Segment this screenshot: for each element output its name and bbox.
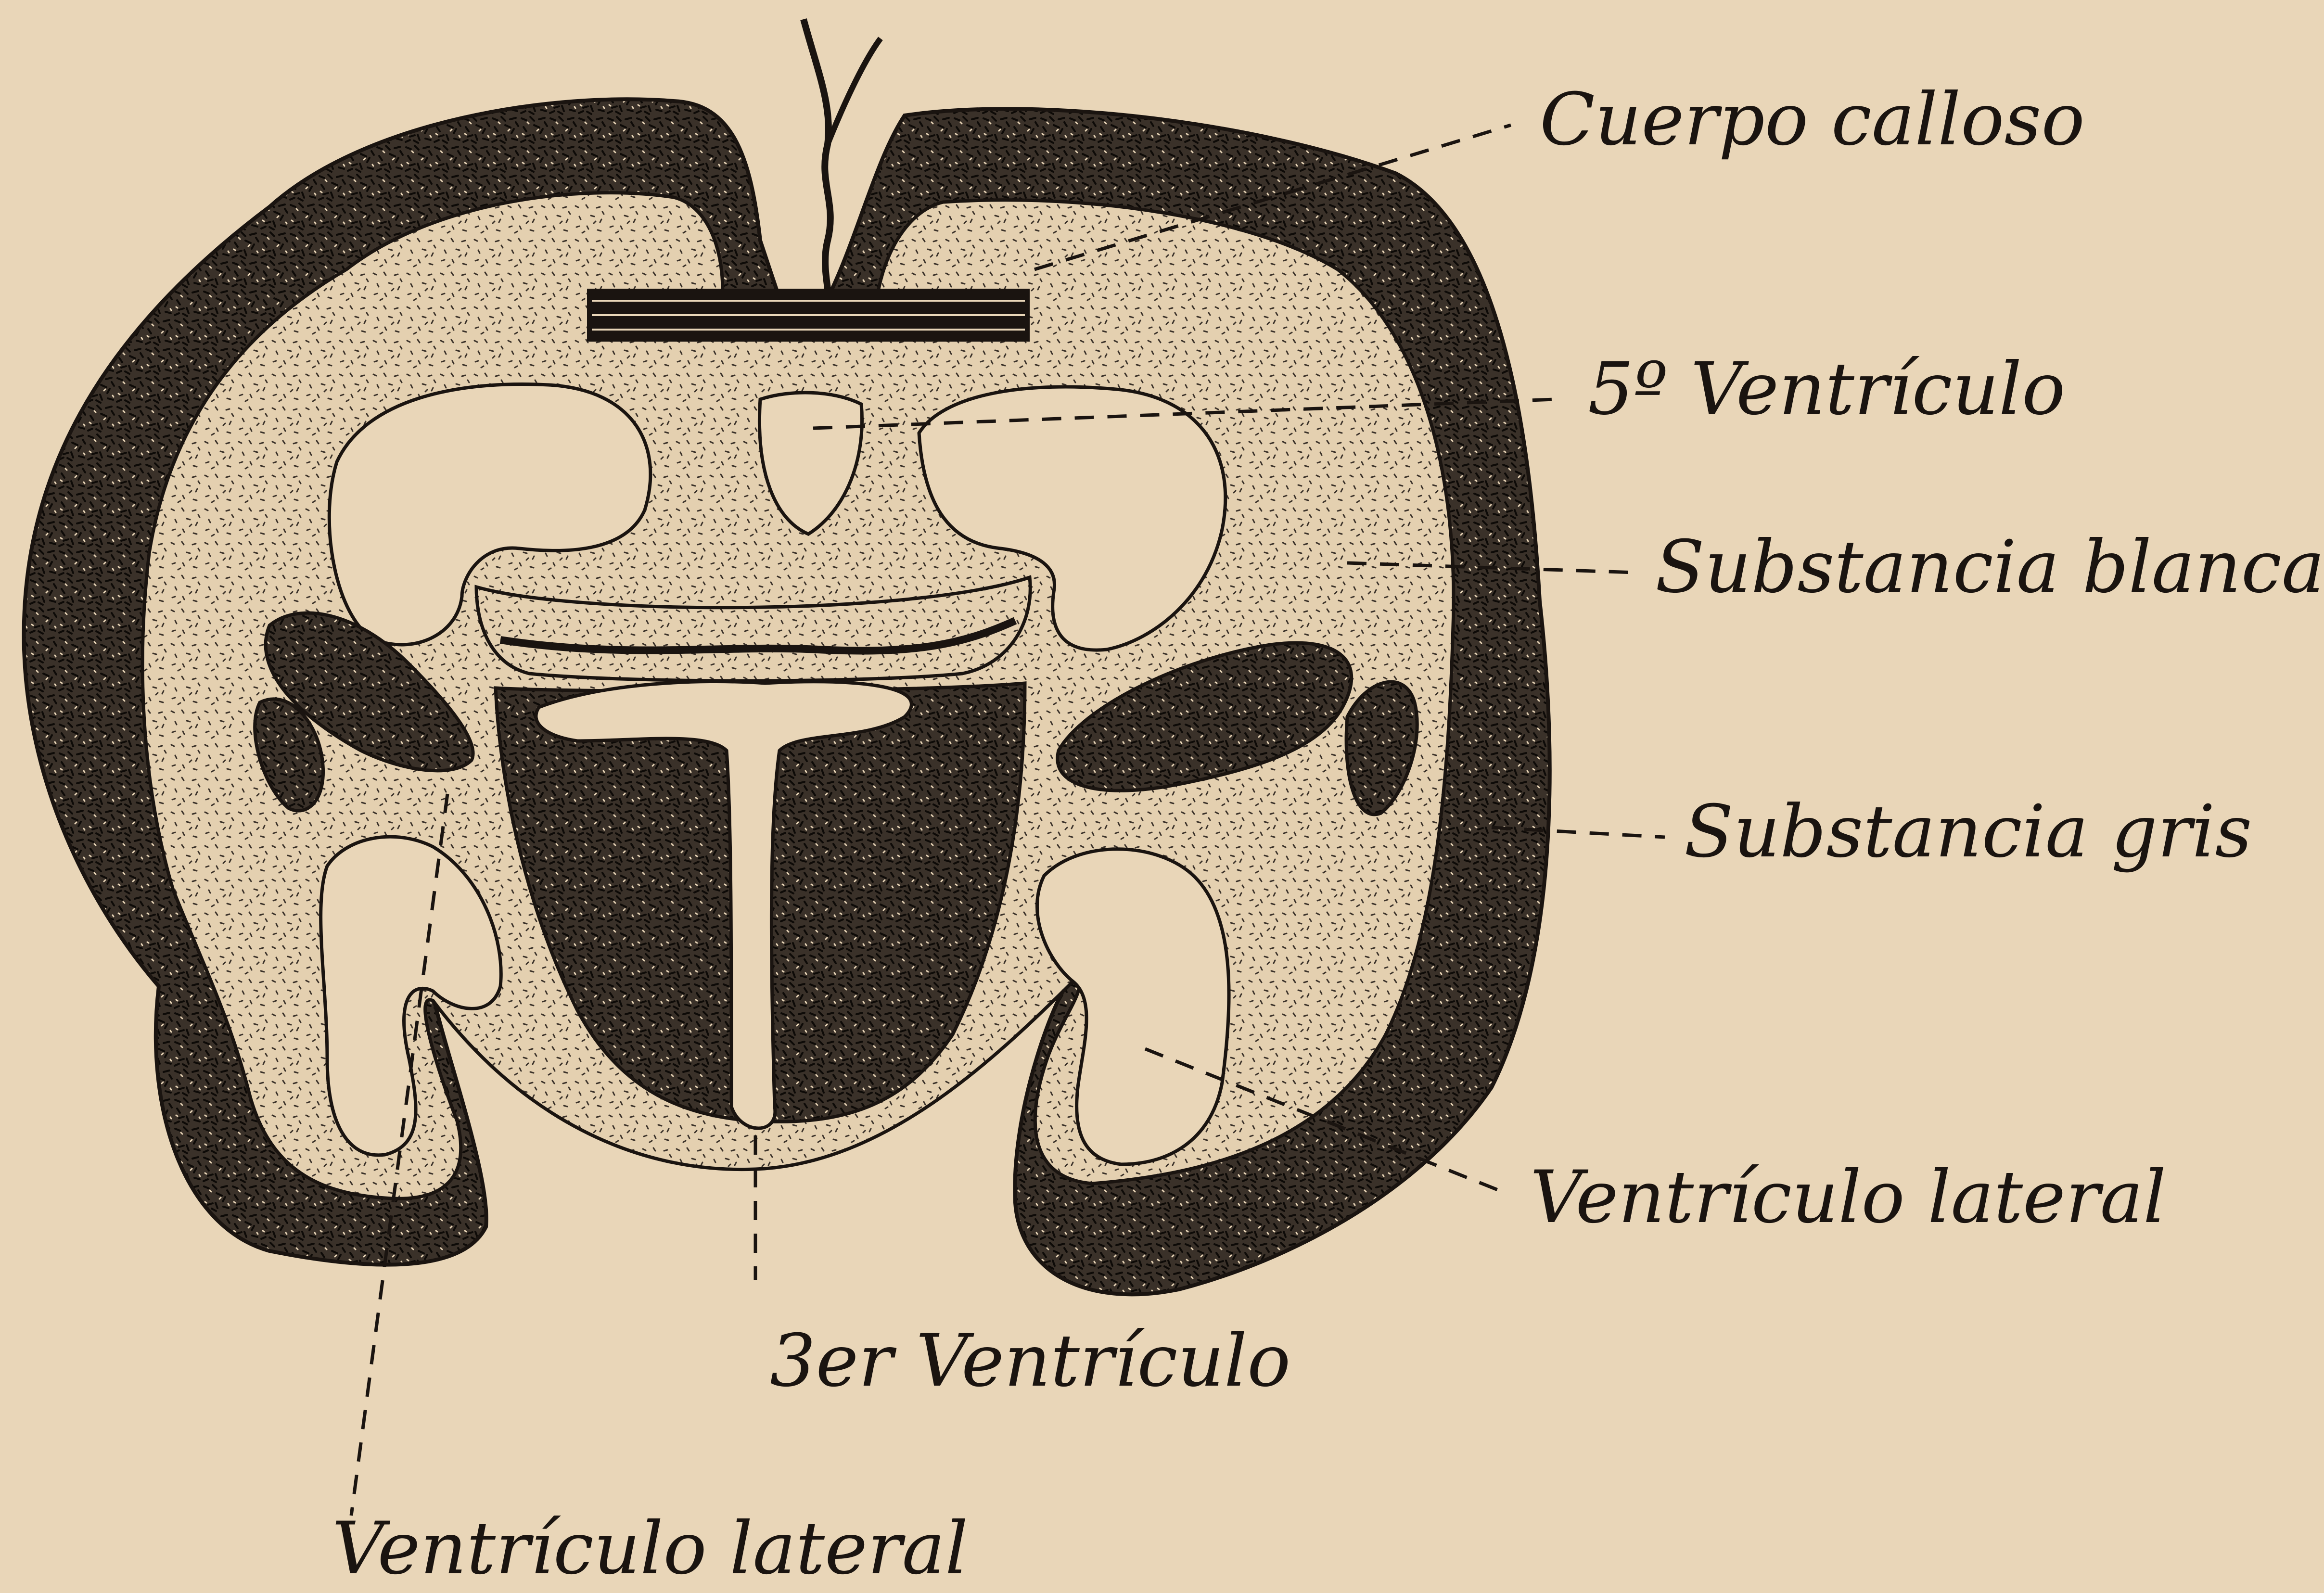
left-lateral-ventricle-inferior [321,837,501,1155]
label-tercer-ventriculo: 3er Ventrículo [770,1319,1290,1403]
label-ventriculo-lateral-left: Ventrículo lateral [332,1507,968,1591]
label-quinto-ventriculo: 5º Ventrículo [1588,347,2065,431]
interhemispheric-fissure [804,19,830,308]
fissure-fork [828,38,881,144]
label-substancia-blanca: Substancia blanca [1655,525,2324,609]
label-substancia-gris: Substancia gris [1684,790,2252,874]
label-ventriculo-lateral-right: Ventrículo lateral [1530,1156,2166,1239]
label-cuerpo-calloso: Cuerpo calloso [1540,78,2085,162]
